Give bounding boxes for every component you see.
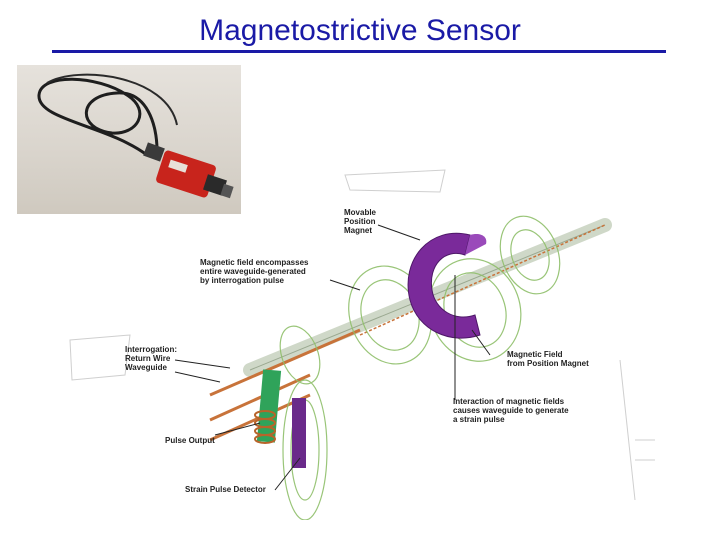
magnet-top bbox=[465, 234, 487, 255]
label-movable-position-magnet: Movable Position Magnet bbox=[344, 208, 377, 235]
background-sketch bbox=[69, 169, 655, 501]
arrows bbox=[174, 224, 491, 491]
pulse-output-block bbox=[256, 369, 282, 443]
title-underline bbox=[52, 50, 666, 53]
position-magnet bbox=[407, 232, 481, 339]
magnetostrictive-diagram: Movable Position Magnet Magnetic field e… bbox=[60, 140, 660, 521]
label-strain-pulse-detector: Strain Pulse Detector bbox=[185, 485, 266, 494]
sensor-photo-illustration bbox=[37, 73, 234, 199]
coil bbox=[254, 410, 276, 444]
label-pulse-output: Pulse Output bbox=[165, 436, 215, 445]
sensor-photo bbox=[17, 65, 241, 214]
label-interrogation: Interrogation: Return Wire Waveguide bbox=[125, 345, 177, 372]
label-interaction: Interaction of magnetic fields causes wa… bbox=[453, 397, 569, 424]
label-magnetic-field-encompasses: Magnetic field encompasses entire wavegu… bbox=[200, 258, 309, 285]
label-magnetic-field-from-magnet: Magnetic Field from Position Magnet bbox=[507, 350, 589, 368]
strain-pulse-detector bbox=[292, 398, 306, 468]
diagram-graphic bbox=[69, 169, 655, 521]
slide-title: Magnetostrictive Sensor bbox=[199, 14, 521, 47]
